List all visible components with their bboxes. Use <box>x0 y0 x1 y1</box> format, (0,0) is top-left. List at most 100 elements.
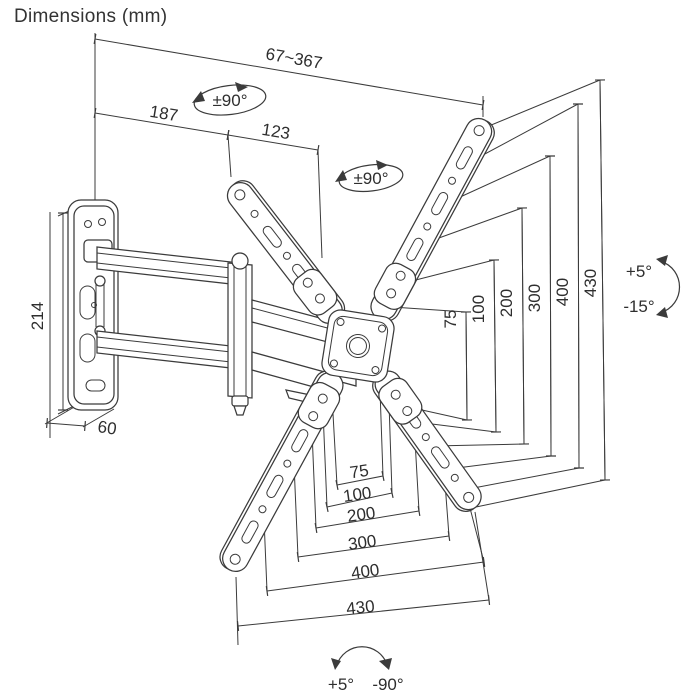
arm-paddle <box>378 377 423 425</box>
label-rotate-left: +5° <box>328 675 354 694</box>
rotate-arrowhead <box>331 658 341 670</box>
label-h-400: 400 <box>350 560 381 583</box>
vesa-hole <box>390 389 401 400</box>
vesa-cross <box>219 117 495 573</box>
vesa-hole <box>308 411 319 422</box>
ext-line-plate-center <box>317 149 323 259</box>
label-tilt-up: +5° <box>626 262 652 281</box>
hole <box>258 505 267 514</box>
center-hole <box>346 334 370 358</box>
swivel-ellipse-elbow <box>193 84 267 116</box>
label-swivel-elbow: ±90° <box>212 91 247 110</box>
vesa-hole <box>302 277 313 288</box>
elbow-post-detail <box>233 264 247 398</box>
label-tilt-down: -15° <box>623 297 654 316</box>
page-title: Dimensions (mm) <box>14 6 168 27</box>
elbow-cap-nut <box>233 405 247 416</box>
dim-v-200 <box>424 207 525 447</box>
plate-cutout <box>79 285 96 320</box>
dim-v-100-line <box>488 259 502 433</box>
label-swivel-plate: ±90° <box>353 169 388 188</box>
label-h-200: 200 <box>346 503 377 526</box>
lower-arm-bar-detail <box>96 336 241 364</box>
slot <box>241 520 259 544</box>
upper-arm-bar-detail <box>96 252 241 280</box>
center-plate-inner <box>327 315 389 377</box>
angle-annotations <box>192 82 681 670</box>
mount-hardware <box>49 117 495 573</box>
dim-v-430-line <box>594 79 611 481</box>
tip-hole <box>463 491 475 503</box>
hole <box>282 251 291 260</box>
dim-h-75-line <box>335 470 385 491</box>
screw-hole <box>84 220 92 228</box>
label-plate-width: 60 <box>96 417 117 438</box>
label-v-200: 200 <box>497 289 516 317</box>
dim-h-430-line <box>236 594 491 632</box>
ext-line-plate-right <box>82 408 115 428</box>
plate-cutout <box>79 333 96 363</box>
dim-extension-range-line <box>93 33 485 111</box>
ext-line-elbow <box>227 134 232 178</box>
slot <box>455 146 473 170</box>
screw-hole <box>98 218 106 226</box>
hole <box>448 176 457 185</box>
mounting-slot <box>85 379 106 392</box>
label-second-arm: 123 <box>260 120 291 143</box>
dim-v-75-line <box>460 311 473 421</box>
dim-second-arm-line <box>226 129 320 156</box>
dim-v-200-line <box>516 207 530 445</box>
rotation-arrowhead <box>235 82 248 92</box>
slot <box>262 225 282 248</box>
rotation-arrowhead <box>376 160 388 170</box>
vesa-arm-top-left <box>226 180 346 325</box>
vesa-arm-top-right <box>370 117 495 322</box>
label-extension-range: 67~367 <box>264 44 324 72</box>
vesa-arm-bottom-left <box>219 370 344 573</box>
dimension-labels: 67~367 187 123 214 60 75 100 200 300 400… <box>28 44 655 694</box>
rotation-arrowhead <box>192 91 205 103</box>
corner-hole <box>378 324 387 333</box>
elbow-bottom-cap <box>231 395 249 407</box>
label-v-75: 75 <box>441 310 460 329</box>
dim-first-arm-line <box>93 107 230 141</box>
label-h-430: 430 <box>345 597 375 619</box>
label-h-75: 75 <box>349 461 370 482</box>
tilt-arrowhead <box>656 307 668 318</box>
hinge-bolt <box>94 275 106 287</box>
tilt-arc <box>659 260 681 314</box>
label-plate-height: 214 <box>28 302 47 330</box>
elbow-top-cap <box>231 252 249 270</box>
hole <box>423 222 432 231</box>
corner-hole <box>371 366 380 375</box>
center-plate-outer <box>321 309 395 383</box>
rotate-arrowhead <box>379 658 392 670</box>
tip-hole <box>473 125 485 137</box>
label-v-300: 300 <box>525 284 544 312</box>
label-v-430: 430 <box>581 269 600 297</box>
label-rotate-right: -90° <box>372 675 403 694</box>
rotate-arc <box>335 646 389 668</box>
vesa-hole <box>395 270 406 281</box>
tip-hole <box>229 553 241 565</box>
corner-hole <box>329 359 338 368</box>
label-first-arm: 187 <box>148 102 179 125</box>
vesa-hole <box>386 288 397 299</box>
elbow-post <box>227 262 253 399</box>
dim-v-300-line <box>544 155 557 457</box>
hole <box>250 209 259 218</box>
dim-plate-width-line <box>46 417 86 432</box>
slot <box>266 474 284 498</box>
arm-paddle <box>292 268 338 316</box>
slot <box>406 237 424 261</box>
vesa-hole <box>317 393 328 404</box>
dim-h-200-line <box>314 505 421 534</box>
hole <box>421 433 430 442</box>
rotation-arrowhead <box>335 170 347 182</box>
elbow-joint <box>227 252 253 416</box>
hole <box>283 459 292 468</box>
label-h-100: 100 <box>342 483 373 506</box>
label-v-400: 400 <box>553 278 572 306</box>
